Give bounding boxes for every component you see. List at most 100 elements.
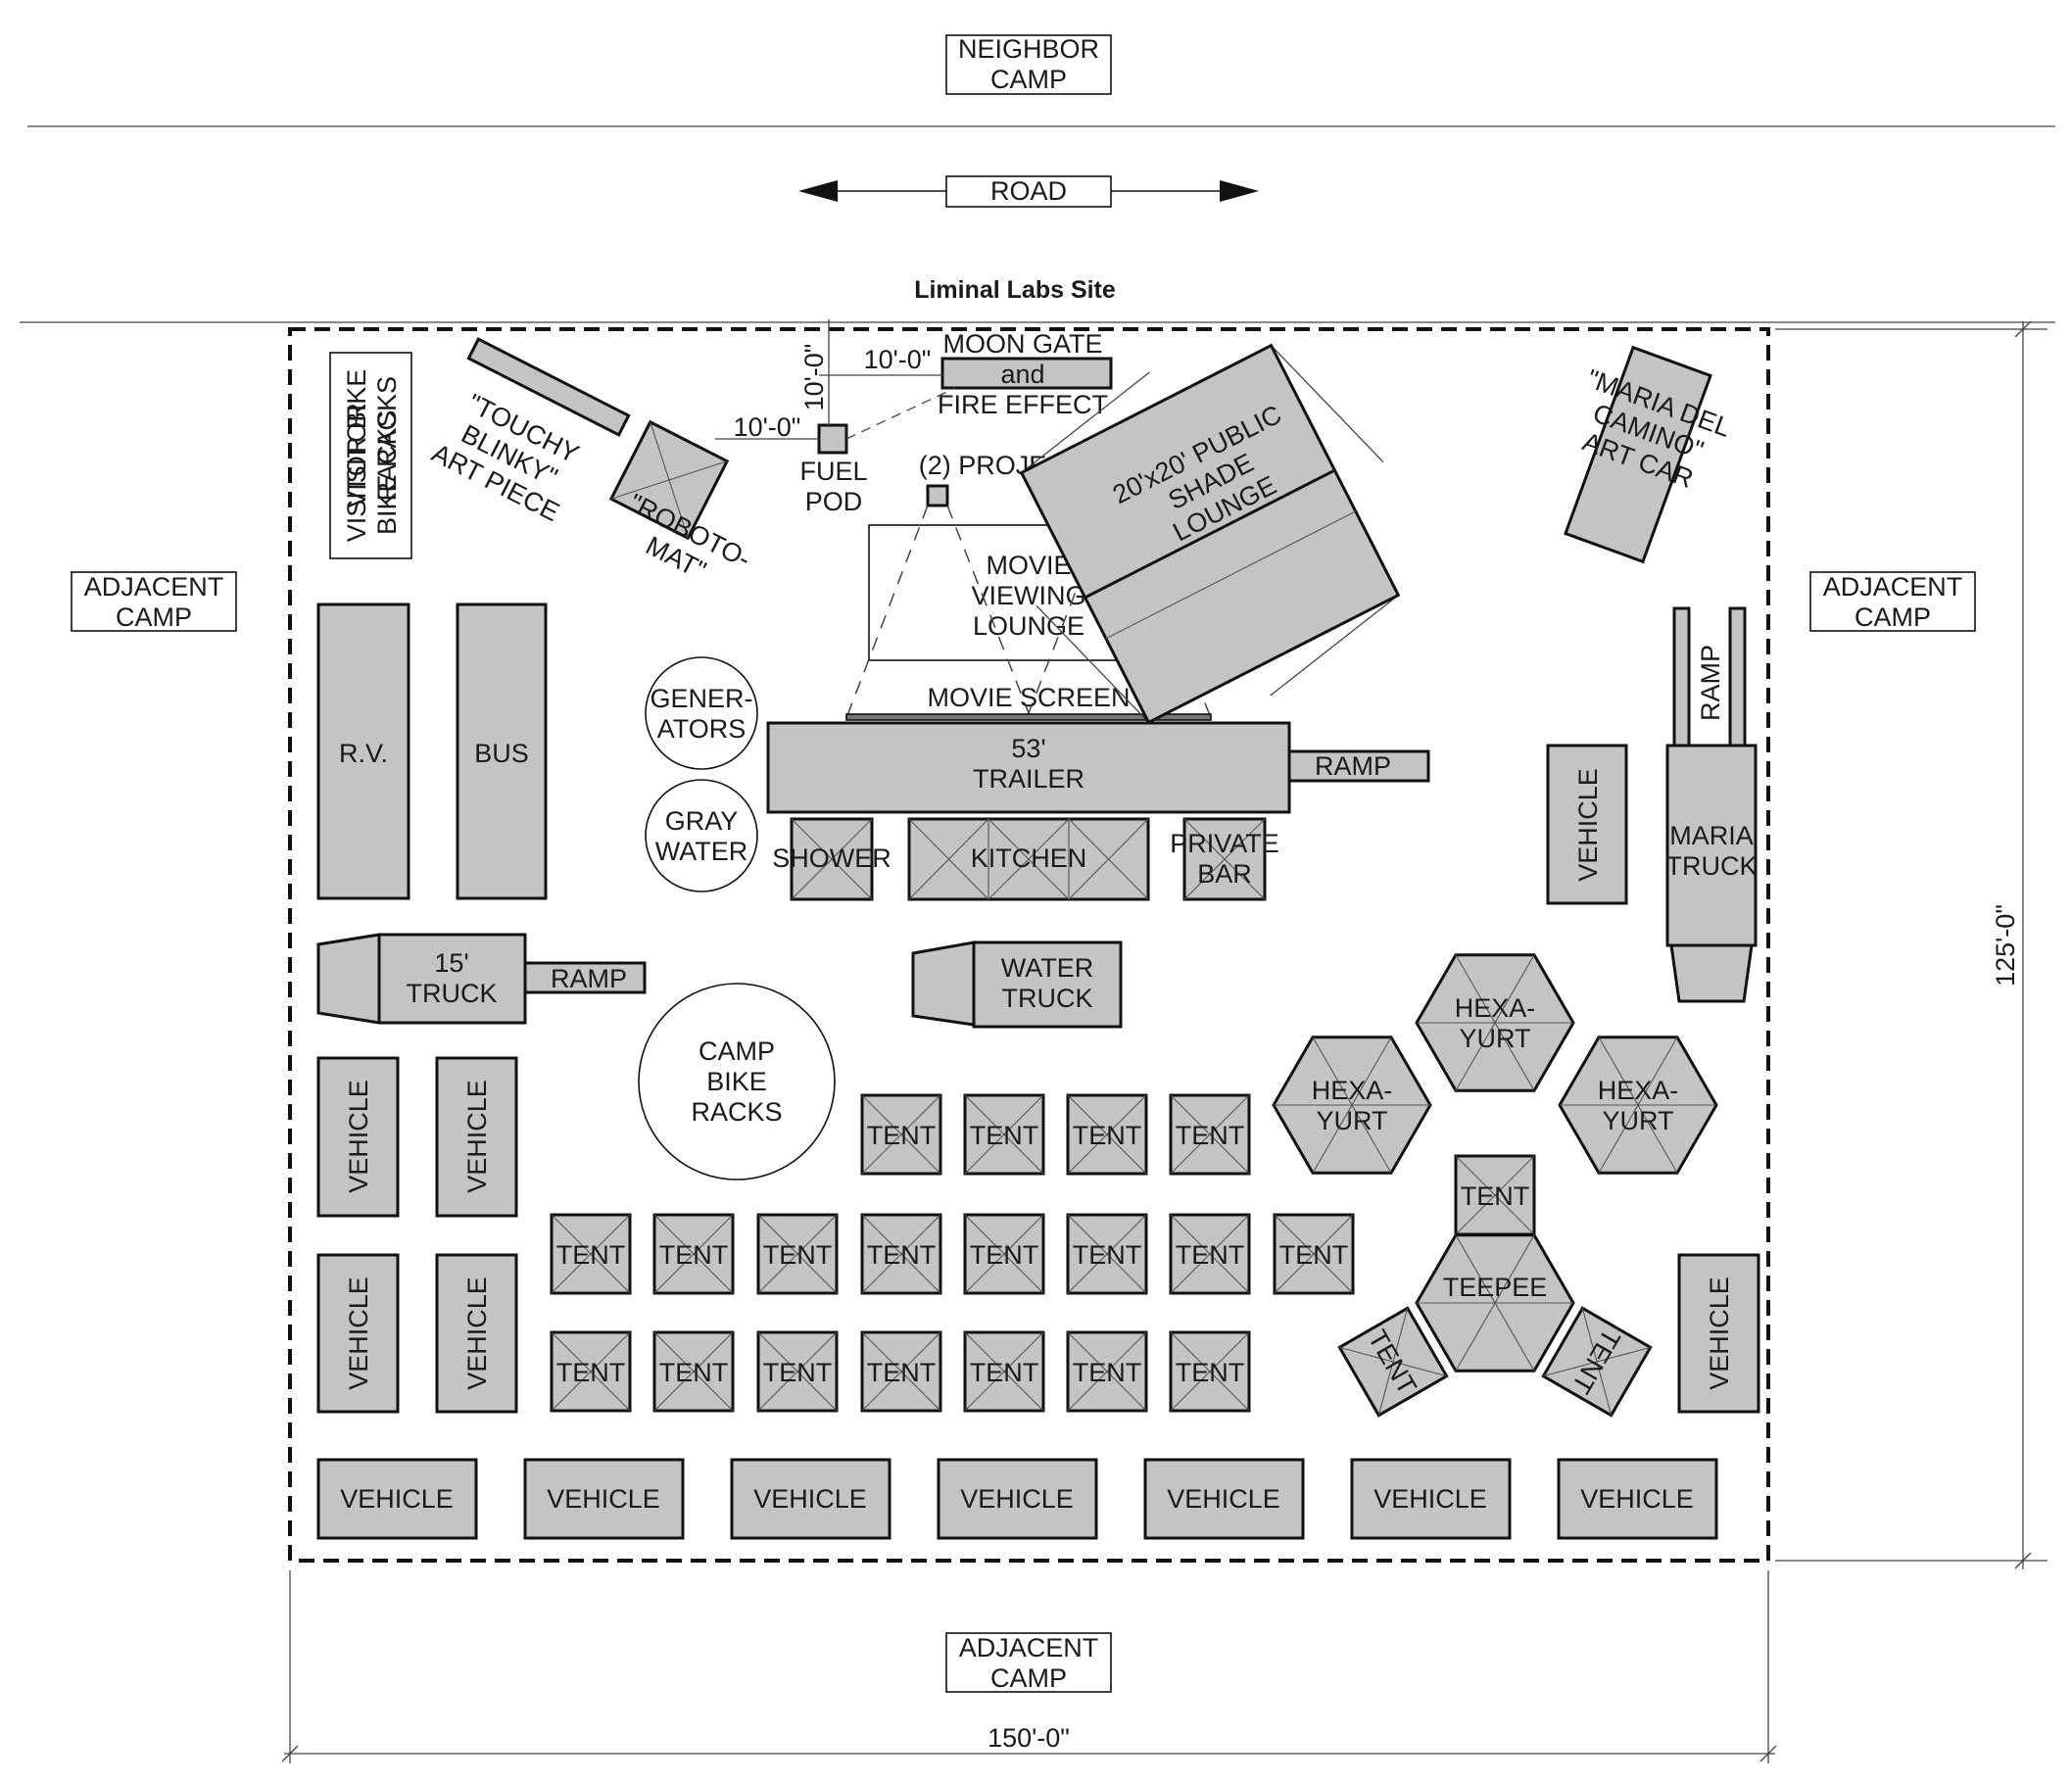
truck-15-cab: [316, 933, 381, 1025]
vehicle-bottom-2: [523, 1458, 685, 1540]
maria-truck: [1665, 744, 1758, 947]
private-bar: [1182, 817, 1267, 901]
vehicle-bottom-7-label: VEHICLE: [1580, 1484, 1694, 1514]
tent-1: [860, 1093, 942, 1176]
vehicle-right-lower: [1677, 1253, 1760, 1414]
maria-del-camino-art-car: [1564, 345, 1712, 564]
truck-15: [377, 933, 527, 1025]
tent-15-label: TENT: [763, 1358, 833, 1387]
tent-14-label: TENT: [659, 1358, 729, 1387]
tent-1-label: TENT: [867, 1121, 937, 1150]
tent-7: [756, 1213, 839, 1295]
roboto-mat: [608, 419, 730, 541]
trailer-ramp: [1287, 749, 1430, 783]
hexayurt-top: [1415, 953, 1575, 1092]
vehicle-left-2-label: VEHICLE: [462, 1080, 492, 1193]
vehicle-right-upper-label: VEHICLE: [1573, 768, 1603, 882]
vehicle-left-2: [435, 1056, 518, 1218]
vehicle-bottom-5-label: VEHICLE: [1167, 1484, 1280, 1514]
road-arrow-left-icon: [798, 180, 838, 202]
projection-cone-2a: [1026, 505, 1110, 719]
trailer-53: [766, 721, 1291, 814]
projection-cone-1b: [946, 505, 1032, 719]
tent-7-label: TENT: [763, 1240, 833, 1270]
vehicle-bottom-3: [730, 1458, 891, 1540]
hexayurt-right: [1558, 1036, 1718, 1175]
rv: [316, 602, 410, 900]
dim-tick-ht: [2014, 320, 2032, 338]
tent-6: [652, 1213, 735, 1295]
movie-screen-label: MOVIE SCREEN: [927, 683, 1130, 712]
fuel-pod: [817, 423, 848, 455]
hexayurt-left: [1272, 1036, 1432, 1175]
vehicle-bottom-5: [1143, 1458, 1305, 1540]
touchy-blinky-art-piece: [466, 337, 631, 437]
kitchen-label: KITCHEN: [971, 843, 1087, 873]
vehicle-bottom-4: [937, 1458, 1098, 1540]
vehicle-bottom-6: [1350, 1458, 1512, 1540]
maria-ramp-label: RAMP: [1696, 645, 1725, 721]
tent-11: [1169, 1213, 1251, 1295]
hexayurt-top-label: HEXA-YURT: [1455, 993, 1536, 1053]
vehicle-left-4: [435, 1253, 518, 1414]
tent-17-label: TENT: [970, 1358, 1039, 1387]
tent-teepee-right: [1541, 1306, 1653, 1418]
vehicle-right-upper: [1546, 744, 1628, 905]
vehicle-bottom-1: [316, 1458, 478, 1540]
camp-bike-racks: [638, 983, 836, 1181]
moon-gate: [940, 357, 1113, 390]
dim-height-label: 125'-0": [1991, 904, 2020, 987]
tent-10-label: TENT: [1073, 1240, 1142, 1270]
road-arrow-right-icon: [1220, 180, 1259, 202]
vehicle-bottom-6-label: VEHICLE: [1373, 1484, 1487, 1514]
tent-19-label: TENT: [1176, 1358, 1245, 1387]
vehicle-left-3: [316, 1253, 400, 1414]
public-shade-lounge: [1019, 343, 1401, 725]
tent-17: [963, 1330, 1045, 1413]
truck-15-ramp-label: RAMP: [551, 964, 627, 993]
neighbor-camp-box: [945, 34, 1112, 95]
projector-left: [926, 484, 949, 507]
maria-ramp-left: [1672, 606, 1691, 747]
vehicle-left-3-label: VEHICLE: [344, 1277, 373, 1390]
tent-13-label: TENT: [556, 1358, 626, 1387]
dim-moon-gate-horizontal-label: 10'-0": [864, 345, 932, 374]
shower-label: SHOWER: [772, 843, 891, 873]
tent-18: [1066, 1330, 1148, 1413]
vehicle-left-1: [316, 1056, 400, 1218]
vehicle-bottom-7: [1557, 1458, 1718, 1540]
truck-15-ramp: [523, 961, 647, 994]
tent-5-label: TENT: [556, 1240, 626, 1270]
tent-9-label: TENT: [970, 1240, 1039, 1270]
vehicle-left-4-label: VEHICLE: [462, 1277, 492, 1390]
maria-ramp-right: [1728, 606, 1747, 747]
tent-15: [756, 1330, 839, 1413]
rv-label: R.V.: [339, 739, 388, 768]
adjacent-camp-bottom-box: [945, 1632, 1112, 1693]
tent-grid: TENT TENT TENT TENT TENT TENT TENT TENT TENT TENT…: [550, 1093, 1355, 1413]
visitor-bike-racks-label: VISITOR BIKERACKSVISITORBIKE RACKS: [342, 369, 402, 543]
tent-10: [1066, 1213, 1148, 1295]
tent-4-label: TENT: [1176, 1121, 1245, 1150]
projection-cone-1a: [845, 505, 929, 719]
dim-tick-wr: [1759, 1745, 1777, 1762]
tent-5: [550, 1213, 632, 1295]
vehicle-bottom-1-label: VEHICLE: [340, 1484, 454, 1514]
dim-tick-hb: [2014, 1552, 2032, 1569]
tent-2: [963, 1093, 1045, 1176]
tent-14: [652, 1330, 735, 1413]
dim-fuel-link: [845, 387, 956, 440]
bus-label: BUS: [474, 739, 529, 768]
tent-16: [860, 1330, 942, 1413]
vehicle-bottom-2-label: VEHICLE: [547, 1484, 660, 1514]
